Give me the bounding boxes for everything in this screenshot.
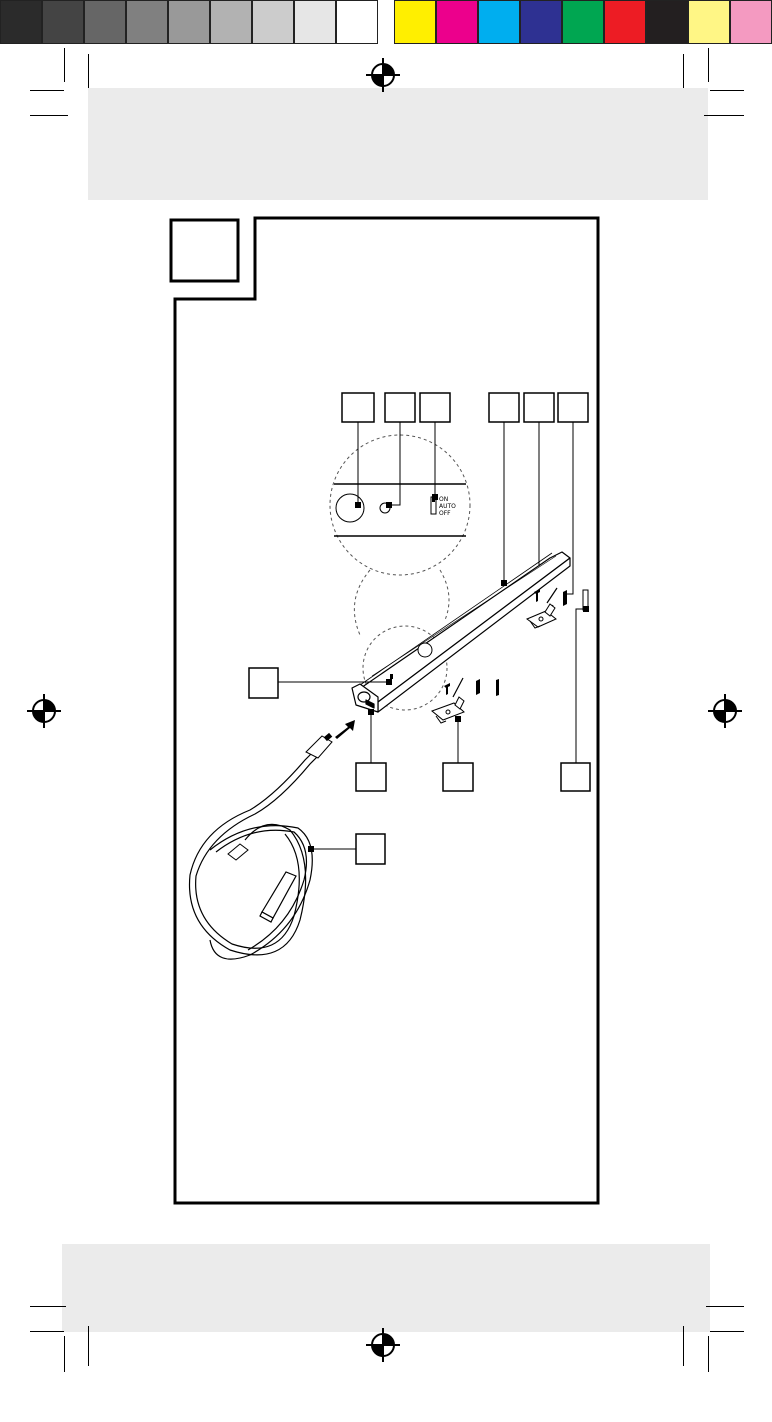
callout-box [356, 763, 386, 791]
wall-plug [563, 590, 567, 606]
leader-line [576, 609, 586, 763]
wall-plug [476, 679, 480, 695]
sensor-dome [418, 643, 432, 657]
callout-box [524, 393, 554, 422]
callout-box [356, 834, 385, 864]
callout-box [558, 393, 588, 422]
mounting-clip [527, 604, 556, 628]
registration-mark [366, 58, 400, 92]
callout-box [342, 393, 374, 422]
callout-box [489, 393, 519, 422]
figure-frame [175, 218, 598, 1203]
registration-mark [27, 694, 61, 728]
figure-number-box [171, 220, 238, 281]
cable-plug [306, 734, 332, 758]
callout-box [443, 763, 473, 791]
callout-box [249, 668, 278, 698]
led-light-bar [352, 552, 570, 712]
switch-label-on: ON [439, 496, 448, 503]
registration-mark [366, 1328, 400, 1362]
callout-box [385, 393, 415, 422]
callout-box [561, 763, 590, 791]
screw [444, 683, 450, 695]
power-adapter [260, 872, 296, 922]
callout-box [420, 393, 450, 422]
detail-connector [354, 570, 370, 635]
registration-mark [708, 694, 742, 728]
wall-plug [496, 679, 499, 696]
switch-label-auto: AUTO [439, 503, 456, 510]
cable-clip [228, 844, 248, 860]
switch-label-off: OFF [439, 510, 451, 517]
power-cable [190, 745, 326, 959]
insertion-arrow [335, 720, 355, 739]
